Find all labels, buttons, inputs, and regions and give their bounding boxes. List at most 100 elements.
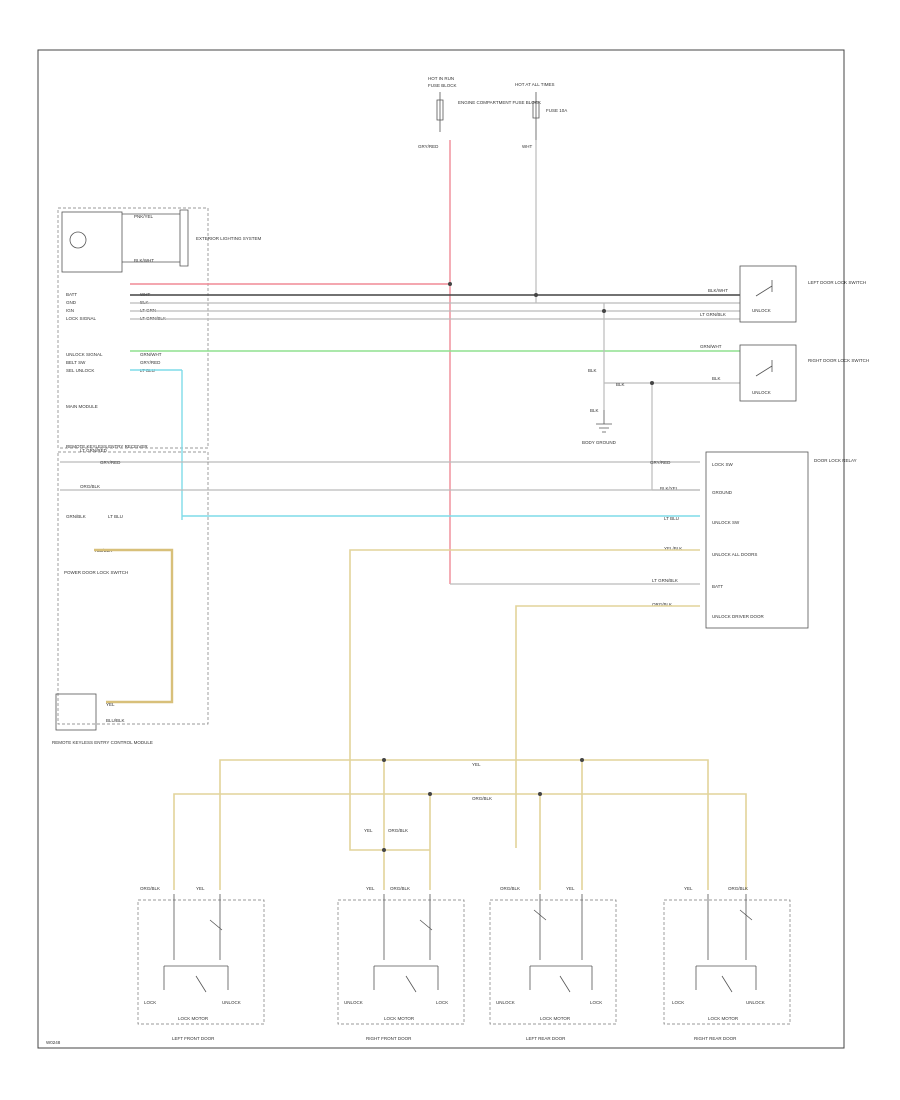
- actuator-left-front-lock: LOCK: [144, 1000, 156, 1005]
- actuator-left-rear-unlock: UNLOCK: [496, 1000, 515, 1005]
- body-ground-wire-1: BLK: [588, 368, 597, 373]
- pin-wire-grn-wht: GRN/WHT: [140, 352, 162, 357]
- actuator-right-rear-name: RIGHT REAR DOOR: [694, 1036, 737, 1041]
- actuator-right-rear-wire-a: YEL: [684, 886, 693, 891]
- switch-contact-icon-1: [755, 280, 773, 297]
- lock-switch-label: POWER DOOR LOCK SWITCH: [64, 570, 128, 575]
- actuator-right-front-motor: LOCK MOTOR: [384, 1016, 415, 1021]
- main-module-name: MAIN MODULE: [66, 404, 98, 409]
- actuator-left-rear-motor: LOCK MOTOR: [540, 1016, 571, 1021]
- left-door-lock-switch-body: [739, 265, 797, 323]
- right-door-lock-switch-body: [739, 344, 797, 402]
- body-ground-label: BODY GROUND: [582, 440, 617, 445]
- bus-bottom-line: [173, 793, 747, 890]
- right-switch-wire-b: BLK: [712, 376, 721, 381]
- left-door-lock-switch: LEFT DOOR LOCK SWITCH UNLOCK BLK/WHT LT …: [700, 265, 866, 323]
- body-ground-wire-3: BLK: [590, 408, 599, 413]
- pin-sel-unlock: SEL UNLOCK: [66, 368, 94, 373]
- relay-pin-batt: BATT: [712, 584, 723, 589]
- actuator-left-rear-lock: LOCK: [590, 1000, 602, 1005]
- relay-wire-blk-yel: BLK/YEL: [660, 486, 679, 491]
- actuator-right-rear-wire-b: ORG/BLK: [728, 886, 748, 891]
- actuator-bus: YEL ORG/BLK YEL ORG/BLK: [173, 758, 747, 890]
- right-door-lock-switch-sub: UNLOCK: [752, 390, 771, 395]
- wire-tan-relay-unlock-all: [349, 549, 700, 851]
- actuator-right-front-outline: [337, 899, 465, 1025]
- body-ground-wire-2: BLK: [616, 382, 625, 387]
- bus-splice-1: [382, 758, 386, 762]
- actuator-left-front-outline: [137, 899, 265, 1025]
- relay-wire-lt-grn-blk: LT GRN/BLK: [652, 578, 678, 583]
- actuator-right-front-lock: LOCK: [436, 1000, 448, 1005]
- actuator-left-front-motor: LOCK MOTOR: [178, 1016, 209, 1021]
- relay-pin-lock-sw: LOCK SW: [712, 462, 734, 467]
- fuse-right-symbol: [532, 92, 540, 140]
- relay-pin-unlock-all: UNLOCK ALL DOORS: [712, 552, 757, 557]
- rke-control-module: YEL BLU/BLK REMOTE KEYLESS ENTRY CONTROL…: [52, 693, 153, 745]
- rke-control-module-label: REMOTE KEYLESS ENTRY CONTROL MODULE: [52, 740, 153, 745]
- main-module-body: [61, 211, 123, 273]
- rke-control-module-body: [55, 693, 97, 731]
- wire-white-top: WHT: [522, 144, 532, 149]
- pin-wire-gry-red: GRY/RED: [140, 360, 161, 365]
- actuator-right-rear-lock: LOCK: [672, 1000, 684, 1005]
- switch-wire-3: ORG/BLK: [80, 484, 100, 489]
- rke-wire-yel: YEL: [106, 702, 115, 707]
- splice-white: [534, 293, 538, 297]
- door-lock-relay: DOOR LOCK RELAY LOCK SW GROUND UNLOCK SW…: [650, 451, 857, 629]
- actuator-left-front: ORG/BLK YEL LOCK UNLOCK LOCK MOTOR LEFT …: [137, 886, 265, 1041]
- relay-pin-unlock-driver: UNLOCK DRIVER DOOR: [712, 614, 765, 619]
- actuator-right-front: YEL ORG/BLK UNLOCK LOCK LOCK MOTOR RIGHT…: [337, 886, 465, 1041]
- actuator-left-rear-wire-b: YEL: [566, 886, 575, 891]
- relay-wire-yel-blk: YEL/BLK: [664, 546, 682, 551]
- bus-mid-wire-b: ORG/BLK: [388, 828, 408, 833]
- actuator-right-rear-outline: [663, 899, 791, 1025]
- bus-splice-3: [428, 792, 432, 796]
- relay-wire-org-blk: ORG/BLK: [652, 602, 672, 607]
- ground-symbol-icon: [596, 410, 612, 433]
- fuse-detail-label: ENGINE COMPARTMENT FUSE BLOCK: [458, 100, 541, 105]
- bus-splice-2: [580, 758, 584, 762]
- pin-ign: IGN: [66, 308, 74, 313]
- actuator-right-front-unlock: UNLOCK: [344, 1000, 363, 1005]
- wire-pnk-yel: PNK/YEL: [134, 214, 154, 219]
- actuator-left-front-wire-a: ORG/BLK: [140, 886, 160, 891]
- switch-wire-2: GRY/RED: [100, 460, 121, 465]
- relay-wire-lt-blu: LT BLU: [664, 516, 679, 521]
- switch-wire-1: LT GRN/RED: [80, 448, 108, 453]
- pin-lock-signal: LOCK SIGNAL: [66, 316, 97, 321]
- main-module: PNK/YEL BLK/WHT EXTERIOR LIGHTING SYSTEM…: [57, 207, 262, 449]
- bus-splice-4: [538, 792, 542, 796]
- actuator-left-rear-outline: [489, 899, 617, 1025]
- actuator-left-front-switch-icon: [163, 894, 229, 993]
- pin-belt-sw: BELT SW: [66, 360, 86, 365]
- splice-red: [448, 282, 452, 286]
- actuator-right-front-name: RIGHT FRONT DOOR: [366, 1036, 412, 1041]
- bus-top-wire-label: YEL: [472, 762, 481, 767]
- bus-mid-wire-a: YEL: [364, 828, 373, 833]
- rke-receiver-label: REMOTE KEYLESS ENTRY RECEIVER: [66, 444, 148, 449]
- bus-splice-5: [382, 848, 386, 852]
- splice-gnd-2: [650, 381, 654, 385]
- relay-pin-unlock-sw: UNLOCK SW: [712, 520, 740, 525]
- lamp-icon: [69, 231, 87, 249]
- actuator-right-front-wire-b: ORG/BLK: [390, 886, 410, 891]
- actuator-left-rear-switch-icon: [529, 894, 593, 993]
- relay-wire-gry-red: GRY/RED: [650, 460, 671, 465]
- right-door-lock-switch: RIGHT DOOR LOCK SWITCH UNLOCK GRN/WHT BL…: [700, 344, 869, 402]
- switch-wire-5: LT BLU: [108, 514, 123, 519]
- pin-batt: BATT: [66, 292, 77, 297]
- actuator-right-rear: YEL ORG/BLK LOCK UNLOCK LOCK MOTOR RIGHT…: [663, 886, 791, 1041]
- right-door-lock-switch-label: RIGHT DOOR LOCK SWITCH: [808, 358, 869, 363]
- lock-switch-outline: [57, 451, 209, 725]
- door-lock-relay-body: [705, 451, 809, 629]
- actuator-right-rear-unlock: UNLOCK: [746, 1000, 765, 1005]
- actuator-left-rear-wire-a: ORG/BLK: [500, 886, 520, 891]
- relay-pin-ground: GROUND: [712, 490, 733, 495]
- fuse-block-label: FUSE BLOCK: [428, 83, 457, 88]
- hot-at-all-times-label: HOT AT ALL TIMES: [515, 82, 555, 87]
- right-switch-wire-a: GRN/WHT: [700, 344, 722, 349]
- left-door-lock-switch-sub: UNLOCK: [752, 308, 771, 313]
- left-switch-wire-b: LT GRN/BLK: [700, 312, 726, 317]
